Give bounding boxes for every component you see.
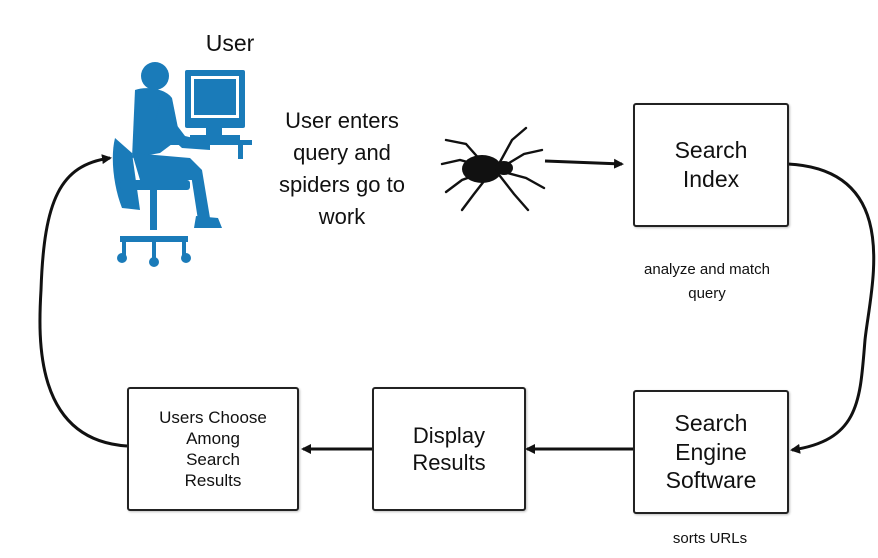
display-results-box: Display Results xyxy=(372,387,526,511)
user-label: User xyxy=(205,30,255,56)
users-choose-box: Users Choose Among Search Results xyxy=(127,387,299,511)
arrow-spider-to-index xyxy=(544,158,624,169)
arrow-choose-to-user xyxy=(38,154,128,448)
search-index-box: Search Index xyxy=(633,103,789,227)
step-description: User enters query and spiders go to work xyxy=(279,108,405,229)
sorts-urls-annotation: sorts URLs xyxy=(672,530,748,547)
arrow-index-to-engine xyxy=(787,162,876,454)
user-at-computer-icon xyxy=(112,62,252,267)
search-engine-software-box: Search Engine Software xyxy=(633,390,789,514)
analyze-match-annotation: analyze and match query xyxy=(644,261,770,302)
spider-icon xyxy=(440,126,546,212)
